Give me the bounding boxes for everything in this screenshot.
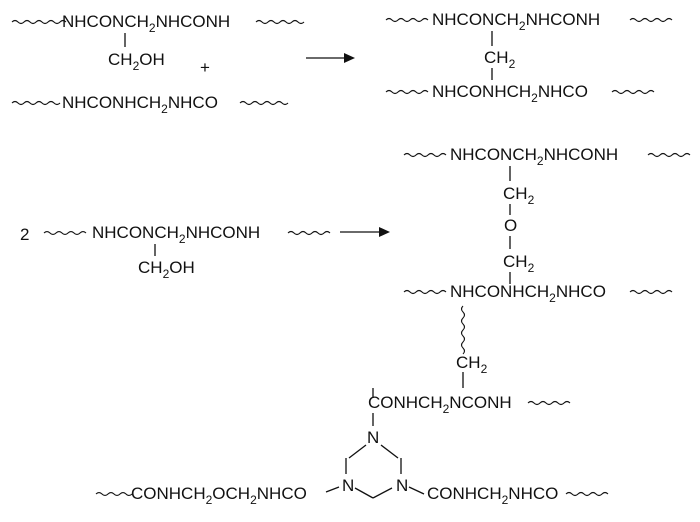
right-urea-chain: CONHCH2​NHCO xyxy=(427,484,558,507)
product-1-bottom-chain: NHCONHCH2​NHCO xyxy=(432,82,588,105)
wavy-bond xyxy=(43,230,87,236)
wavy-bond xyxy=(565,491,609,497)
ring-bond xyxy=(408,486,425,495)
wavy-bond xyxy=(287,230,331,236)
ring-nitrogen-left: N xyxy=(342,476,354,495)
ring-nitrogen-top: N xyxy=(367,428,379,447)
ring-nitrogen-right: N xyxy=(396,476,408,495)
bridge-ch2-upper: CH2​ xyxy=(503,184,535,207)
wavy-bond xyxy=(403,152,447,158)
reactant-chain: NHCONCH2​NHCONH xyxy=(92,223,260,246)
wavy-bond xyxy=(385,17,429,23)
reactant-a-branch: CH2​OH xyxy=(108,50,165,73)
reaction-arrow-head xyxy=(379,227,390,237)
upper-urea-chain: CONHCH2​NCONH xyxy=(368,393,512,416)
wavy-link xyxy=(460,305,466,355)
wavy-bond xyxy=(527,400,571,406)
ring-bond xyxy=(354,487,374,499)
plus-sign: + xyxy=(200,58,210,77)
bridge-oxygen: O xyxy=(504,216,517,235)
wavy-bond xyxy=(629,17,673,23)
wavy-bond xyxy=(647,152,691,158)
ring-bond xyxy=(325,486,340,493)
product-1-top-chain: NHCONCH2​NHCONH xyxy=(432,10,600,33)
wavy-bond xyxy=(385,89,429,95)
wavy-bond xyxy=(11,19,67,25)
stoichiometric-coefficient: 2 xyxy=(20,225,29,244)
ring-bond xyxy=(372,487,393,499)
ring-bond xyxy=(348,444,367,459)
bridge-ch2-lower: CH2​ xyxy=(503,252,535,275)
product-2-bottom-chain: NHCONHCH2​NHCO xyxy=(450,282,606,305)
ring-bond xyxy=(380,444,399,459)
reaction-arrow-head xyxy=(344,53,355,63)
reactant-branch: CH2​OH xyxy=(138,258,195,281)
wavy-bond xyxy=(611,89,655,95)
left-ether-chain: CONHCH2​OCH2​NHCO xyxy=(131,484,307,507)
wavy-bond xyxy=(629,289,673,295)
reactant-a-chain: NHCONCH2​NHCONH xyxy=(62,12,230,35)
wavy-bond xyxy=(239,100,289,106)
product-2-top-chain: NHCONCH2​NHCONH xyxy=(450,145,618,168)
wavy-bond xyxy=(403,289,447,295)
wavy-bond xyxy=(95,491,133,497)
product-1-bridge: CH2​ xyxy=(484,48,516,71)
reaction-1: NHCONCH2​NHCONH CH2​OH + NHCONHCH2​NHCO … xyxy=(11,10,673,116)
reaction-2: 2 NHCONCH2​NHCONH CH2​OH NHCONCH2​NHCONH… xyxy=(20,145,691,305)
wavy-bond xyxy=(11,100,61,106)
wavy-bond xyxy=(255,19,305,25)
network-ch2-link: CH2​ xyxy=(456,353,488,376)
crosslinked-network: CH2​ CONHCH2​NCONH N N N CONHCH2​OCH2​NH… xyxy=(95,305,609,507)
reactant-b-chain: NHCONHCH2​NHCO xyxy=(62,93,218,116)
